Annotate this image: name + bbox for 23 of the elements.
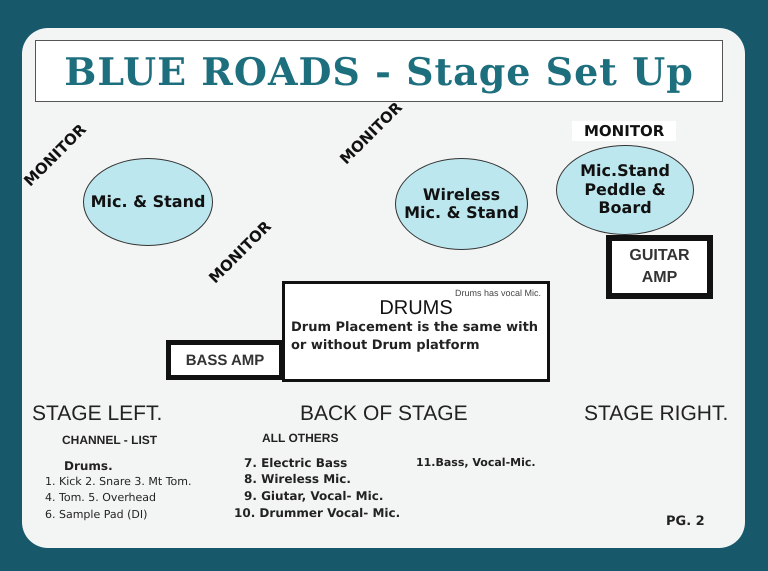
monitor-label: MONITOR: [572, 121, 676, 141]
note-text: Drum Placement is the same with or without Drum platform: [291, 319, 540, 354]
title: BLUE ROADS - Stage Set Up: [35, 40, 723, 102]
page-number: PG. 2: [666, 514, 705, 529]
channel-item: 10. Drummer Vocal- Mic.: [234, 506, 400, 520]
section-heading: STAGE LEFT.: [32, 402, 162, 426]
section-heading: STAGE RIGHT.: [584, 402, 728, 426]
channel-item: 9. Giutar, Vocal- Mic.: [244, 489, 384, 503]
section-heading: BACK OF STAGE: [300, 402, 468, 426]
note-text: Drums has vocal Mic.: [454, 288, 541, 298]
channel-item: 4. Tom. 5. Overhead: [45, 491, 156, 504]
channel-item: 8. Wireless Mic.: [244, 472, 351, 486]
amp-box: GUITAR AMP: [606, 235, 713, 299]
drum-area-box: [282, 281, 550, 382]
list-heading: Drums.: [64, 459, 113, 473]
drums-heading: DRUMS: [378, 298, 454, 319]
channel-item: 7. Electric Bass: [244, 456, 348, 470]
list-heading: ALL OTHERS: [262, 431, 338, 445]
channel-item: 11.Bass, Vocal-Mic.: [416, 456, 536, 469]
list-heading: CHANNEL - LIST: [62, 433, 158, 447]
amp-box: BASS AMP: [166, 340, 284, 380]
channel-item: 6. Sample Pad (DI): [45, 508, 148, 521]
channel-item: 1. Kick 2. Snare 3. Mt Tom.: [45, 475, 192, 488]
